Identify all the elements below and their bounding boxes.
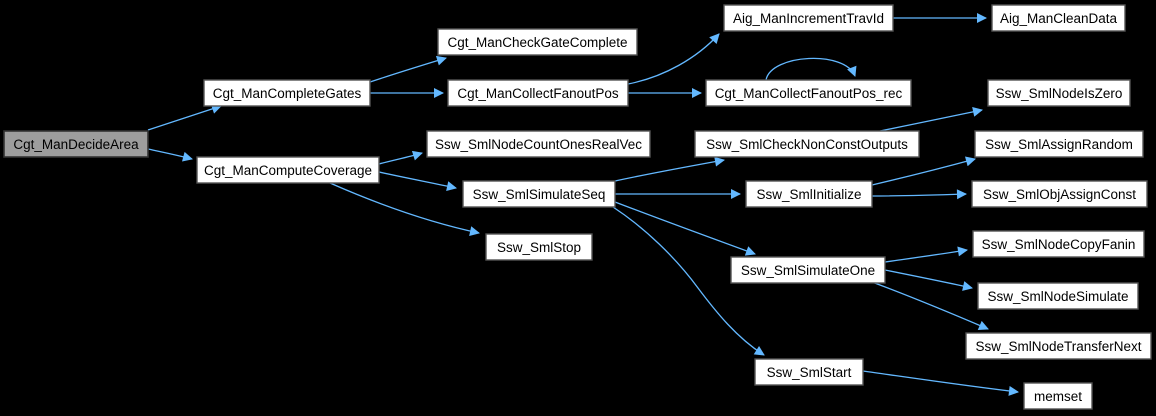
node-ssw-sml-simulate-one[interactable]: Ssw_SmlSimulateOne	[730, 256, 886, 284]
edge-ssw-sml-start--to--memset	[862, 370, 1019, 396]
node-box-ssw-sml-initialize[interactable]	[745, 180, 873, 208]
node-label-ssw-sml-node-transfer-next: Ssw_SmlNodeTransferNext	[975, 339, 1141, 354]
node-box-cgt-man-collect-fanout-pos-rec[interactable]	[705, 79, 912, 107]
edge-ssw-sml-simulate-seq--to--ssw-sml-simulate-one	[614, 201, 756, 256]
node-cgt-man-complete-gates[interactable]: Cgt_ManCompleteGates	[203, 79, 371, 107]
edge-ssw-sml-simulate-one--to--ssw-sml-node-transfer-next	[871, 281, 989, 331]
node-aig-man-increment-trav-id[interactable]: Aig_ManIncrementTravId	[723, 4, 894, 32]
edge-ssw-sml-simulate-seq--to--ssw-sml-check-non-const-outputs	[614, 156, 725, 182]
node-cgt-man-collect-fanout-pos-rec[interactable]: Cgt_ManCollectFanoutPos_rec	[705, 79, 912, 107]
edge-cgt-man-collect-fanout-pos-rec--to--cgt-man-collect-fanout-pos-rec	[765, 57, 857, 81]
node-aig-man-clean-data[interactable]: Aig_ManCleanData	[991, 4, 1126, 32]
node-box-ssw-sml-simulate-seq[interactable]	[462, 180, 616, 208]
node-label-ssw-sml-simulate-one: Ssw_SmlSimulateOne	[741, 263, 875, 278]
node-label-cgt-man-check-gate-complete: Cgt_ManCheckGateComplete	[447, 35, 627, 50]
node-cgt-man-collect-fanout-pos[interactable]: Cgt_ManCollectFanoutPos	[447, 79, 629, 107]
node-box-aig-man-clean-data[interactable]	[991, 4, 1126, 32]
node-label-cgt-man-collect-fanout-pos-rec: Cgt_ManCollectFanoutPos_rec	[715, 86, 903, 101]
node-label-ssw-sml-node-is-zero: Ssw_SmlNodeIsZero	[996, 86, 1123, 101]
node-label-cgt-man-decide-area: Cgt_ManDecideArea	[13, 137, 139, 152]
edge-cgt-man-compute-coverage--to--ssw-sml-stop	[329, 182, 480, 237]
node-box-ssw-sml-check-non-const-outputs[interactable]	[694, 130, 920, 158]
node-cgt-man-check-gate-complete[interactable]: Cgt_ManCheckGateComplete	[437, 28, 638, 56]
node-box-cgt-man-collect-fanout-pos[interactable]	[447, 79, 629, 107]
node-box-ssw-sml-node-simulate[interactable]	[977, 282, 1139, 310]
node-ssw-sml-assign-random[interactable]: Ssw_SmlAssignRandom	[974, 130, 1144, 158]
edge-cgt-man-complete-gates--to--cgt-man-check-gate-complete	[369, 55, 447, 83]
node-label-aig-man-clean-data: Aig_ManCleanData	[1000, 11, 1118, 26]
node-cgt-man-compute-coverage[interactable]: Cgt_ManComputeCoverage	[196, 156, 380, 184]
node-box-aig-man-increment-trav-id[interactable]	[723, 4, 894, 32]
node-ssw-sml-node-simulate[interactable]: Ssw_SmlNodeSimulate	[977, 282, 1139, 310]
node-box-memset[interactable]	[1023, 382, 1093, 410]
edge-cgt-man-decide-area--to--cgt-man-compute-coverage	[147, 148, 193, 162]
node-ssw-sml-stop[interactable]: Ssw_SmlStop	[485, 233, 593, 261]
node-ssw-sml-obj-assign-const[interactable]: Ssw_SmlObjAssignConst	[971, 180, 1148, 208]
node-ssw-sml-node-is-zero[interactable]: Ssw_SmlNodeIsZero	[987, 79, 1131, 107]
node-box-ssw-sml-node-transfer-next[interactable]	[965, 332, 1152, 360]
node-ssw-sml-node-copy-fanin[interactable]: Ssw_SmlNodeCopyFanin	[972, 230, 1145, 258]
node-label-ssw-sml-obj-assign-const: Ssw_SmlObjAssignConst	[983, 187, 1136, 202]
edge-ssw-sml-initialize--to--ssw-sml-assign-random	[871, 156, 976, 186]
edge-ssw-sml-simulate-one--to--ssw-sml-node-copy-fanin	[884, 246, 968, 263]
node-box-ssw-sml-stop[interactable]	[485, 233, 593, 261]
node-box-ssw-sml-simulate-one[interactable]	[730, 256, 886, 284]
node-label-memset: memset	[1034, 389, 1082, 404]
node-box-ssw-sml-start[interactable]	[754, 358, 864, 386]
node-label-ssw-sml-node-simulate: Ssw_SmlNodeSimulate	[987, 289, 1128, 304]
node-box-ssw-sml-node-is-zero[interactable]	[987, 79, 1131, 107]
edge-ssw-sml-initialize--to--ssw-sml-obj-assign-const	[871, 189, 967, 200]
node-ssw-sml-simulate-seq[interactable]: Ssw_SmlSimulateSeq	[462, 180, 616, 208]
node-ssw-sml-node-count-ones-real-vec[interactable]: Ssw_SmlNodeCountOnesRealVec	[426, 130, 651, 158]
node-label-ssw-sml-node-copy-fanin: Ssw_SmlNodeCopyFanin	[982, 237, 1136, 252]
edge-ssw-sml-simulate-seq--to--ssw-sml-start	[612, 206, 765, 356]
node-label-cgt-man-complete-gates: Cgt_ManCompleteGates	[213, 86, 362, 101]
node-label-ssw-sml-check-non-const-outputs: Ssw_SmlCheckNonConstOutputs	[706, 137, 908, 152]
node-label-cgt-man-compute-coverage: Cgt_ManComputeCoverage	[204, 163, 372, 178]
node-ssw-sml-start[interactable]: Ssw_SmlStart	[754, 358, 864, 386]
node-box-cgt-man-complete-gates[interactable]	[203, 79, 371, 107]
node-label-ssw-sml-node-count-ones-real-vec: Ssw_SmlNodeCountOnesRealVec	[435, 137, 642, 152]
node-box-ssw-sml-node-copy-fanin[interactable]	[972, 230, 1145, 258]
node-memset[interactable]: memset	[1023, 382, 1093, 410]
node-ssw-sml-check-non-const-outputs[interactable]: Ssw_SmlCheckNonConstOutputs	[694, 130, 920, 158]
edge-cgt-man-compute-coverage--to--ssw-sml-node-count-ones-real-vec	[378, 150, 423, 165]
edge-ssw-sml-check-non-const-outputs--to--ssw-sml-node-is-zero	[879, 106, 983, 132]
node-box-ssw-sml-obj-assign-const[interactable]	[971, 180, 1148, 208]
edge-cgt-man-collect-fanout-pos--to--aig-man-increment-trav-id	[627, 33, 720, 85]
node-label-ssw-sml-simulate-seq: Ssw_SmlSimulateSeq	[473, 187, 606, 202]
node-cgt-man-decide-area[interactable]: Cgt_ManDecideArea	[3, 130, 149, 158]
node-box-ssw-sml-assign-random[interactable]	[974, 130, 1144, 158]
node-label-ssw-sml-assign-random: Ssw_SmlAssignRandom	[985, 137, 1133, 152]
node-label-cgt-man-collect-fanout-pos: Cgt_ManCollectFanoutPos	[457, 86, 619, 101]
node-ssw-sml-initialize[interactable]: Ssw_SmlInitialize	[745, 180, 873, 208]
node-box-cgt-man-decide-area[interactable]	[3, 130, 149, 158]
node-label-ssw-sml-stop: Ssw_SmlStop	[497, 240, 581, 255]
edge-ssw-sml-simulate-one--to--ssw-sml-node-simulate	[884, 269, 973, 291]
edge-cgt-man-compute-coverage--to--ssw-sml-simulate-seq	[378, 171, 457, 191]
node-box-ssw-sml-node-count-ones-real-vec[interactable]	[426, 130, 651, 158]
node-box-cgt-man-check-gate-complete[interactable]	[437, 28, 638, 56]
edge-cgt-man-decide-area--to--cgt-man-complete-gates	[147, 104, 222, 131]
node-label-ssw-sml-start: Ssw_SmlStart	[767, 365, 852, 380]
node-box-cgt-man-compute-coverage[interactable]	[196, 156, 380, 184]
node-ssw-sml-node-transfer-next[interactable]: Ssw_SmlNodeTransferNext	[965, 332, 1152, 360]
node-label-aig-man-increment-trav-id: Aig_ManIncrementTravId	[733, 11, 884, 26]
node-label-ssw-sml-initialize: Ssw_SmlInitialize	[756, 187, 861, 202]
